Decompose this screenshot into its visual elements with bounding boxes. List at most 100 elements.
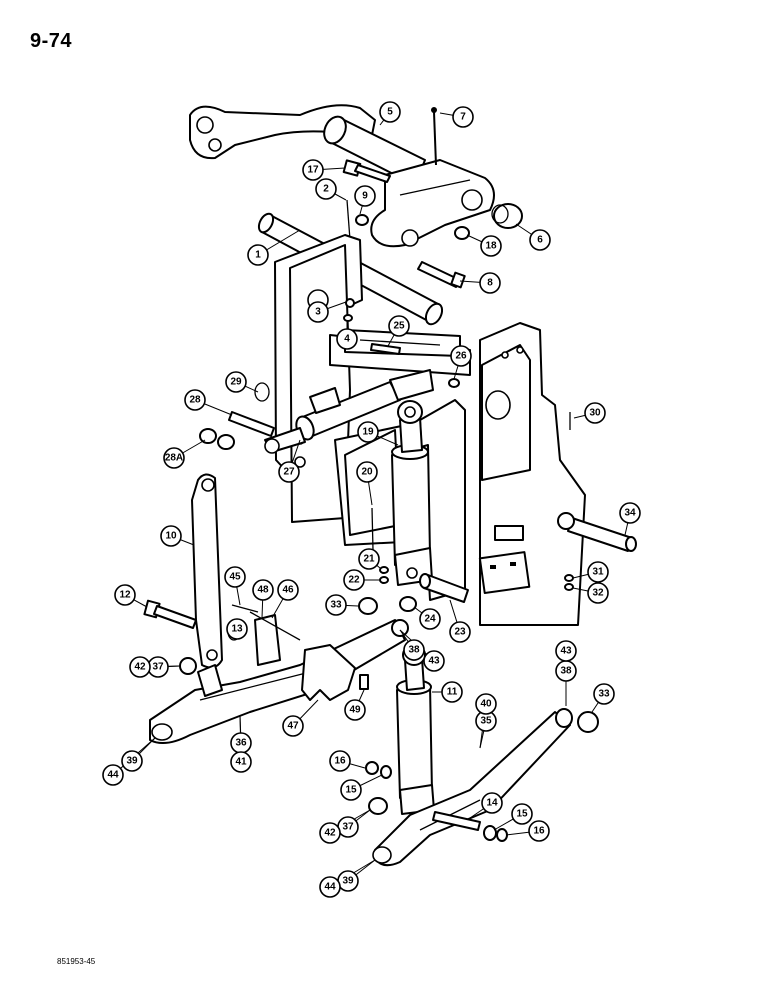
callout-4: 4 [336,328,358,350]
callout-1: 1 [247,244,269,266]
callout-32: 32 [587,582,609,604]
callout-17: 17 [302,159,324,181]
svg-text:46: 46 [282,585,294,596]
svg-text:42: 42 [324,828,336,839]
svg-text:43: 43 [428,656,440,667]
callout-28: 28 [184,389,206,411]
svg-text:23: 23 [454,627,466,638]
svg-text:28: 28 [189,395,201,406]
svg-text:49: 49 [349,705,361,716]
callout-41: 41 [230,751,252,773]
callout-2: 2 [315,178,337,200]
svg-text:24: 24 [424,614,436,625]
callout-10: 10 [160,525,182,547]
svg-text:45: 45 [229,572,241,583]
svg-text:47: 47 [287,721,299,732]
svg-text:20: 20 [361,467,373,478]
svg-text:28A: 28A [165,453,183,464]
callout-37: 37 [147,656,169,678]
callout-24: 24 [419,608,441,630]
callout-38: 38 [555,660,577,682]
callout-31: 31 [587,561,609,583]
callout-43: 43 [555,640,577,662]
callout-15: 15 [340,779,362,801]
callout-13: 13 [226,618,248,640]
callout-5: 5 [379,101,401,123]
svg-text:6: 6 [537,235,543,246]
callout-6: 6 [529,229,551,251]
svg-text:30: 30 [589,408,601,419]
svg-text:11: 11 [447,687,458,698]
callout-9: 9 [354,185,376,207]
svg-text:17: 17 [307,165,319,176]
svg-text:8: 8 [487,278,493,289]
parts-drawing [143,104,637,867]
svg-text:43: 43 [560,646,572,657]
svg-text:1: 1 [255,250,261,261]
svg-text:27: 27 [283,467,295,478]
svg-text:10: 10 [165,531,177,542]
callout-11: 11 [441,681,463,703]
svg-text:39: 39 [342,876,354,887]
svg-text:44: 44 [324,882,336,893]
svg-text:3: 3 [315,307,321,318]
callout-20: 20 [356,461,378,483]
callout-23: 23 [449,621,471,643]
svg-text:44: 44 [107,770,119,781]
callout-36: 36 [230,732,252,754]
svg-text:2: 2 [323,184,329,195]
callout-33: 33 [325,594,347,616]
svg-text:34: 34 [624,508,636,519]
callout-19: 19 [357,421,379,443]
svg-text:39: 39 [126,756,138,767]
callout-46: 46 [277,579,299,601]
svg-text:29: 29 [230,377,242,388]
callout-33: 33 [593,683,615,705]
callout-29: 29 [225,371,247,393]
callout-38: 38 [403,639,425,661]
callout-3: 3 [307,301,329,323]
callout-16: 16 [528,820,550,842]
callout-34: 34 [619,502,641,524]
callout-39: 39 [337,870,359,892]
svg-text:5: 5 [387,107,393,118]
callout-28a: 28A [163,447,185,469]
callout-43: 43 [423,650,445,672]
svg-text:25: 25 [393,321,405,332]
callout-21: 21 [358,548,380,570]
page-number: 9-74 [30,30,73,52]
callout-40: 40 [475,693,497,715]
svg-text:38: 38 [408,645,420,656]
svg-text:14: 14 [486,798,498,809]
svg-text:12: 12 [119,590,131,601]
svg-text:38: 38 [560,666,572,677]
svg-text:4: 4 [344,334,350,345]
svg-text:15: 15 [345,785,357,796]
callout-14: 14 [481,792,503,814]
svg-text:37: 37 [152,662,164,673]
svg-text:42: 42 [134,662,146,673]
callout-26: 26 [450,345,472,367]
callout-42: 42 [129,656,151,678]
svg-text:37: 37 [342,822,354,833]
svg-text:41: 41 [235,757,247,768]
callout-44: 44 [319,876,341,898]
callout-48: 48 [252,579,274,601]
svg-text:36: 36 [235,738,247,749]
callout-37: 37 [337,816,359,838]
svg-text:22: 22 [348,575,360,586]
svg-text:18: 18 [485,241,497,252]
callout-12: 12 [114,584,136,606]
callout-27: 27 [278,461,300,483]
document-code: 851953-45 [57,957,96,966]
callout-45: 45 [224,566,246,588]
callout-30: 30 [584,402,606,424]
callout-8: 8 [479,272,501,294]
svg-text:13: 13 [231,624,243,635]
svg-text:33: 33 [598,689,610,700]
callout-18: 18 [480,235,502,257]
svg-text:7: 7 [460,112,466,123]
svg-text:33: 33 [330,600,342,611]
svg-text:32: 32 [592,588,604,599]
svg-text:19: 19 [362,427,374,438]
